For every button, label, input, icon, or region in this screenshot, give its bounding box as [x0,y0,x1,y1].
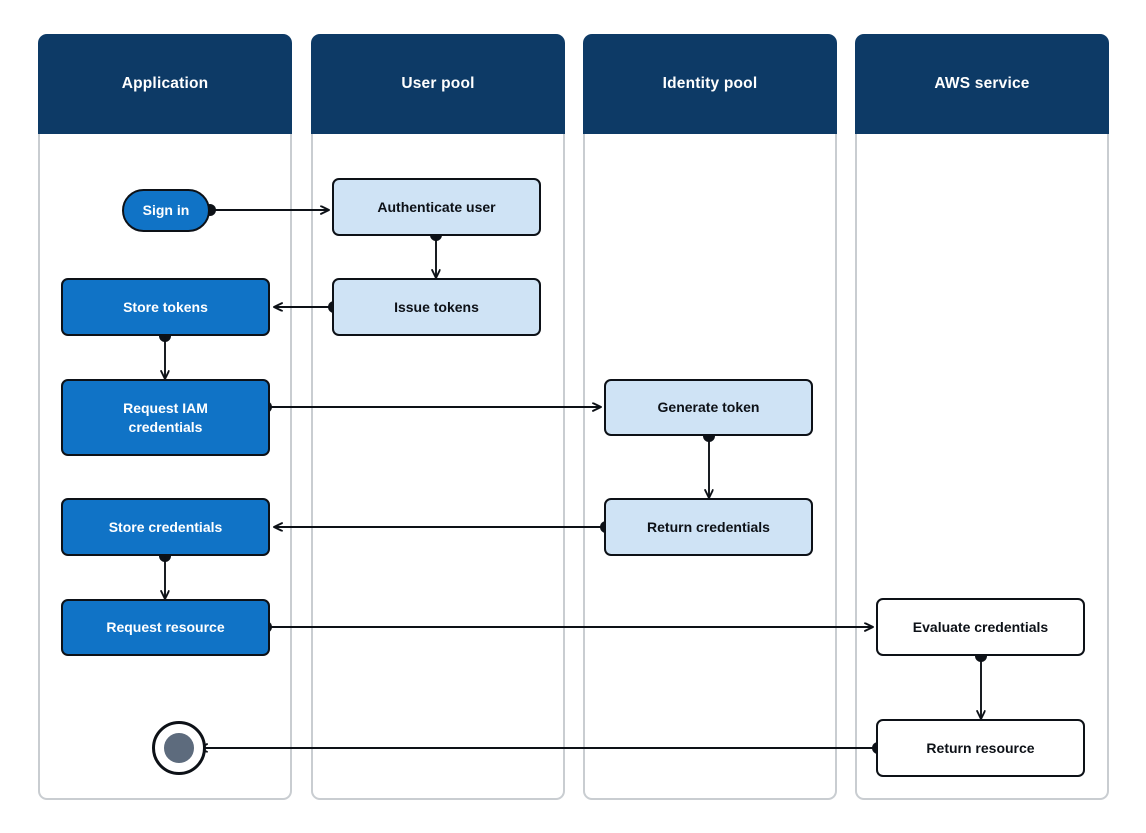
node-label-issue-tokens: Issue tokens [394,298,479,315]
node-sign-in[interactable]: Sign in [122,189,210,232]
node-label-request-resource: Request resource [106,619,225,636]
node-store-tokens[interactable]: Store tokens [61,278,270,336]
lane-body-identity-pool [583,134,837,800]
lane-body-aws-service [855,134,1109,800]
node-request-resource[interactable]: Request resource [61,599,270,656]
lane-title-user-pool: User pool [401,75,475,92]
node-authenticate-user[interactable]: Authenticate user [332,178,541,236]
lane-title-aws-service: AWS service [934,75,1030,92]
node-end-marker[interactable] [152,721,206,775]
node-label-return-resource: Return resource [926,739,1035,756]
end-marker-fill [164,733,194,763]
node-label-request-iam-credentials: Request IAM credentials [123,399,208,435]
lane-header-aws-service: AWS service [855,34,1109,134]
node-return-resource[interactable]: Return resource [876,719,1085,777]
lane-body-application [38,134,292,800]
node-return-credentials[interactable]: Return credentials [604,498,813,556]
lane-body-user-pool [311,134,565,800]
lane-title-application: Application [121,75,209,92]
node-evaluate-credentials[interactable]: Evaluate credentials [876,598,1085,656]
node-request-iam-credentials[interactable]: Request IAM credentials [61,379,270,456]
node-label-return-credentials: Return credentials [647,518,770,535]
node-issue-tokens[interactable]: Issue tokens [332,278,541,336]
lane-header-identity-pool: Identity pool [583,34,837,134]
node-generate-token[interactable]: Generate token [604,379,813,436]
lane-header-user-pool: User pool [311,34,565,134]
node-label-sign-in: Sign in [142,202,190,219]
node-label-store-credentials: Store credentials [108,518,223,535]
node-label-generate-token: Generate token [657,399,760,416]
node-label-authenticate-user: Authenticate user [377,198,496,215]
node-store-credentials[interactable]: Store credentials [61,498,270,556]
lane-title-identity-pool: Identity pool [662,75,758,92]
node-label-store-tokens: Store tokens [123,298,208,315]
node-label-evaluate-credentials: Evaluate credentials [912,618,1049,635]
lane-header-application: Application [38,34,292,134]
